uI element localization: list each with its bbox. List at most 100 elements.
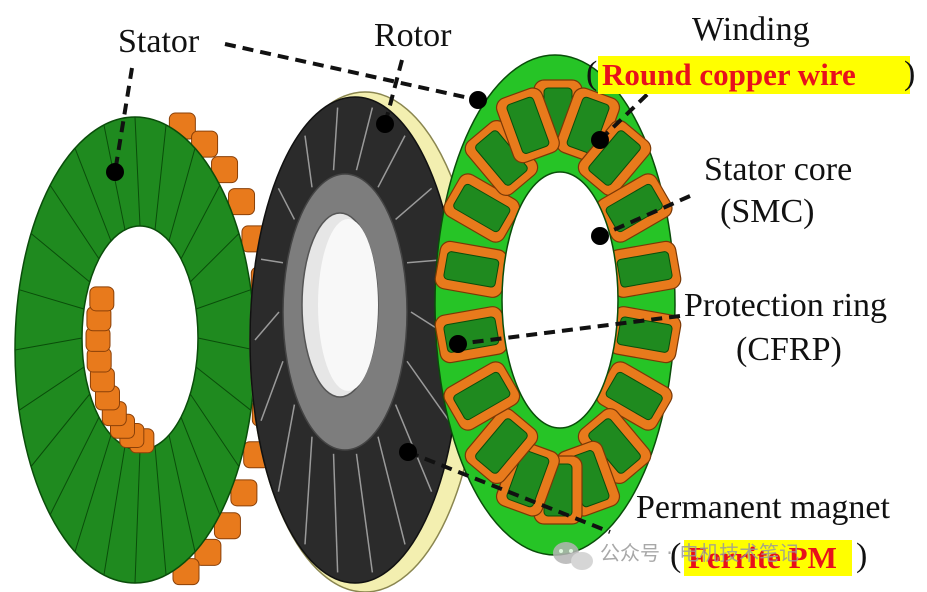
left-segment-line [14,337,83,351]
stator-tooth-with-winding [495,87,560,164]
dot-winding-a [469,91,487,109]
labels: Stator Rotor Winding ( Round copper wire… [118,11,915,576]
left-stator [14,112,284,586]
right-stator [434,54,682,556]
leader-winding-a [224,42,479,102]
leader-protection-ring [457,314,681,346]
left-segment-line [18,289,85,310]
left-segment-line [189,393,240,467]
left-segment-line [103,446,126,576]
rotor-segment-line [332,107,339,171]
stator-core-tooth [605,371,663,421]
label-winding-open: ( [586,55,597,92]
highlight-pm [684,540,852,576]
label-pm-close: ) [856,537,867,574]
left-segment-line [195,366,252,411]
rotor-segment-line [304,436,313,545]
left-stator-segment-lines [14,116,256,584]
label-rotor: Rotor [374,17,452,54]
stator-core-tooth [453,371,511,421]
left-outer-coil [228,188,256,216]
left-segment-line [18,366,85,411]
dot-rotor [376,115,394,133]
right-stator-bore [501,171,619,429]
stator-tooth-with-winding [443,173,521,243]
left-segment-line [189,233,240,283]
rotor-segment-line [304,135,313,188]
wechat-icon [553,542,593,570]
stator-tooth-with-winding [607,240,682,298]
label-permanent-magnet: Permanent magnet [636,489,891,526]
left-segment-line [197,337,256,351]
dot-pm [399,443,417,461]
label-stator-core: Stator core [704,151,852,188]
dot-stator-core [591,227,609,245]
stator-tooth-with-winding [464,408,539,485]
left-segment-line [49,184,100,260]
left-segment-line [74,148,112,242]
stator-tooth-with-winding [464,119,539,196]
highlight-winding [598,56,910,94]
stator-core-tooth [616,251,673,288]
stator-tooth-with-winding [607,306,682,364]
rotor-segment-line [355,107,374,171]
stator-core-tooth [453,183,511,233]
label-pm-note: Ferrite PM [688,540,837,575]
left-segment-line [74,434,112,552]
label-winding: Winding [692,11,810,48]
left-segment-line [30,393,91,467]
dot-winding-b [591,131,609,149]
rotor-magnet-segments [254,107,456,573]
rotor-segment-line [377,135,406,188]
label-pm-open: ( [670,537,681,574]
label-stator: Stator [118,23,200,60]
rotor-segment-line [395,187,433,221]
label-protection-ring-note: (CFRP) [736,331,842,368]
stator-core-tooth [566,96,610,154]
left-stator-inner-coils [85,286,155,454]
stator-tooth-with-winding [595,361,673,431]
rotor-segment-line [260,360,284,421]
left-segment-line [168,148,196,242]
left-segment-line [180,185,221,260]
rotor-segment-line [277,187,296,220]
left-segment-line [195,289,252,310]
watermark: 公众号 · 电机技术笔记 [553,541,799,570]
rotor-segment-line [377,436,406,545]
rotor-segment-line [332,453,339,573]
left-segment-line [134,449,141,584]
left-segment-line [134,116,141,227]
leader-pm [407,450,611,534]
rotor-segment-line [355,453,374,573]
left-segment-line [168,434,196,552]
label-protection-ring: Protection ring [684,287,887,324]
label-winding-close: ) [904,55,915,92]
rotor-segment-line [254,311,280,341]
leader-stator-core [599,194,691,238]
left-segment-line [154,446,167,576]
stator-core-tooth [443,251,500,288]
stator-core-tooth [605,183,663,233]
dot-protection-ring [449,335,467,353]
left-segment-line [180,417,221,515]
left-segment-line [49,416,100,515]
stator-core-tooth [588,130,641,186]
stator-core-tooth [506,450,550,508]
watermark-text: 公众号 · 电机技术笔记 [600,541,799,565]
stator-core-tooth [475,418,528,474]
rotor-segment-line [277,404,296,492]
label-winding-note: Round copper wire [602,57,856,92]
label-stator-core-note: (SMC) [720,193,814,230]
left-outer-coil [230,479,258,507]
stator-core-tooth [616,316,673,353]
stator-tooth-with-winding [443,361,521,431]
leader-winding-b [598,80,662,142]
leader-lines [106,42,691,534]
left-segment-line [154,124,167,230]
rotor-segment-line [406,360,450,422]
dot-stator [106,163,124,181]
rotor-bore-shadow [318,219,378,391]
left-inner-coil [89,286,115,312]
right-stator-teeth [434,79,682,525]
